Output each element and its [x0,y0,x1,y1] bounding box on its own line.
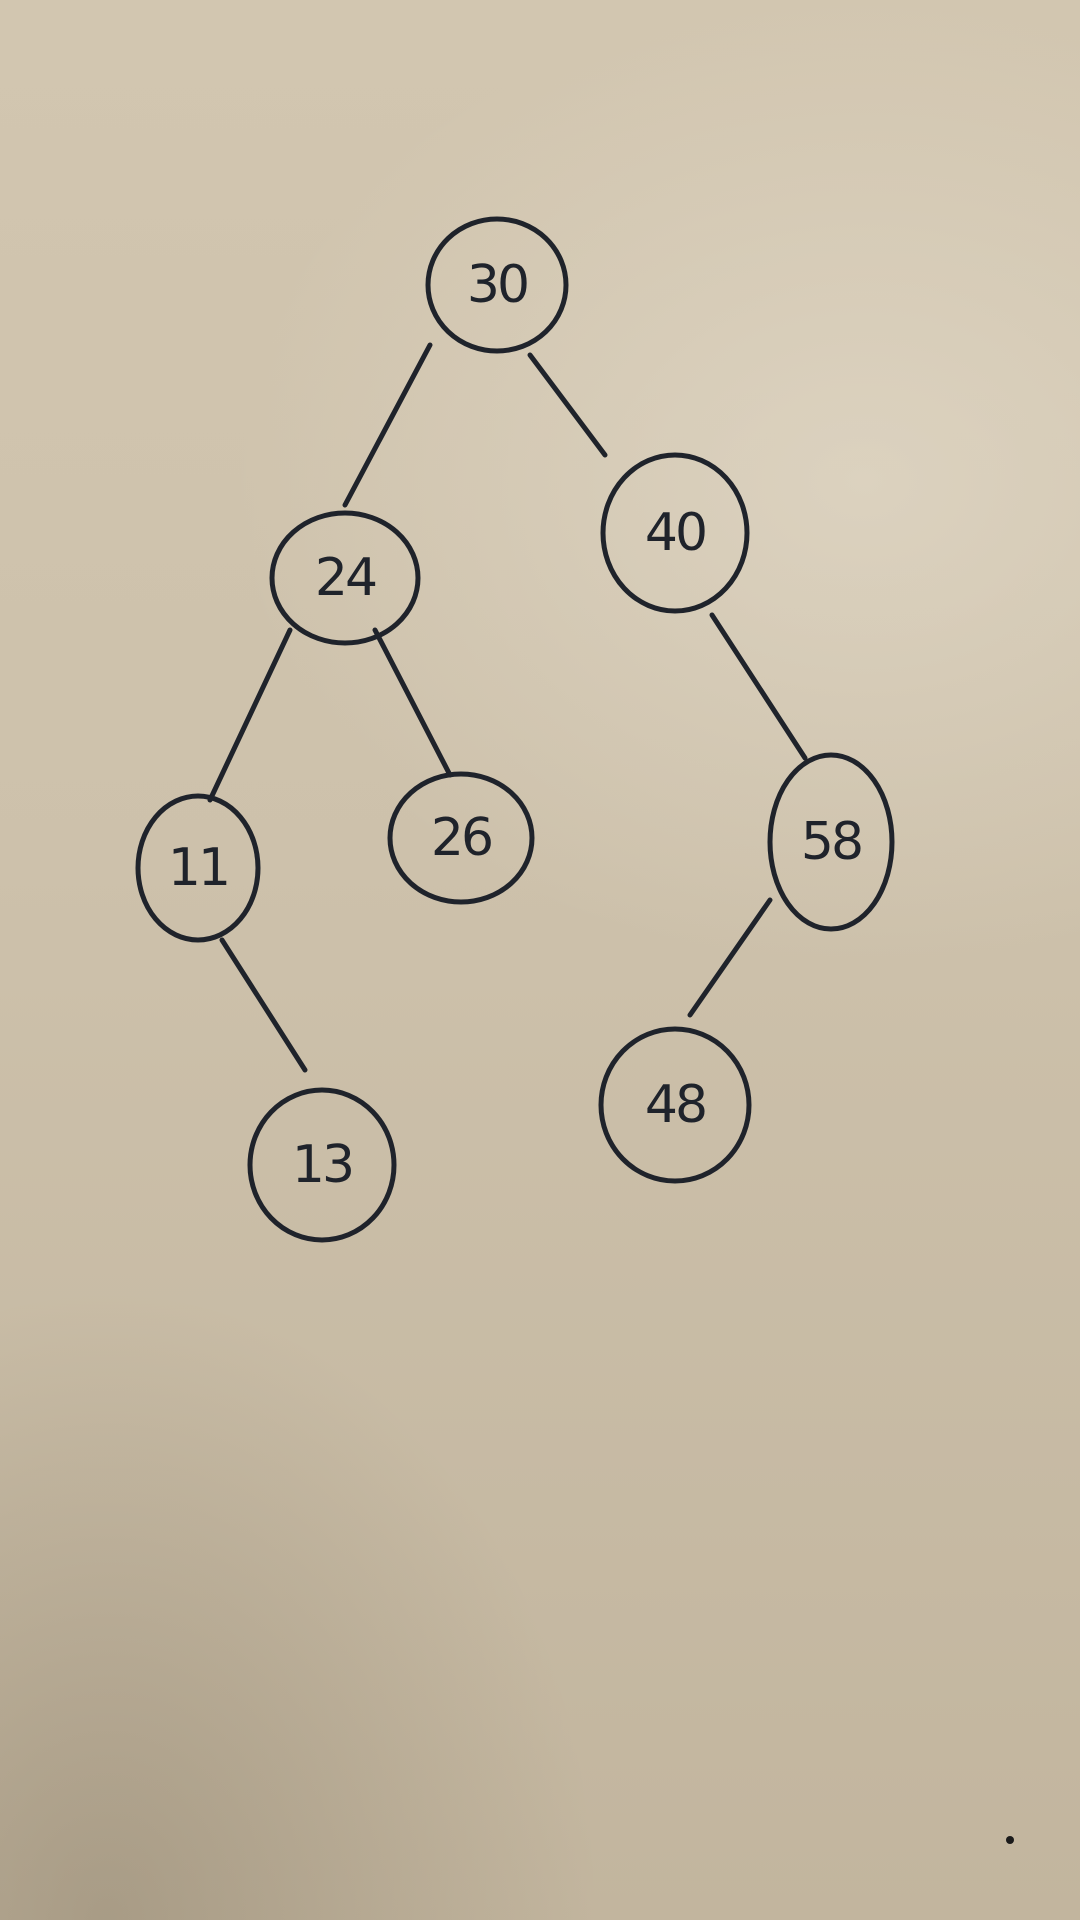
edge-30-24 [342,342,433,508]
tree-node-48: 48 [598,1026,752,1184]
paper-speck [1006,1836,1014,1844]
edge-11-13 [219,937,308,1073]
node-circle-58 [767,752,895,932]
tree-node-13: 13 [247,1087,397,1243]
tree-node-11: 11 [135,793,261,943]
node-label-48: 48 [645,1075,705,1135]
node-circle-11 [135,793,261,943]
tree-node-30: 30 [425,216,569,354]
edge-40-58 [709,612,808,761]
edge-24-26 [372,627,453,778]
node-label-58: 58 [801,812,861,872]
tree-node-24: 24 [269,510,421,646]
node-label-13: 13 [292,1135,352,1195]
node-label-11: 11 [168,838,228,898]
node-circle-30 [425,216,569,354]
edge-24-11 [207,627,293,803]
node-circle-40 [600,452,750,614]
node-circle-13 [247,1087,397,1243]
node-circle-48 [598,1026,752,1184]
node-circle-26 [387,771,535,905]
node-label-24: 24 [315,548,376,608]
node-circle-24 [269,510,421,646]
edge-30-40 [527,352,608,458]
tree-edges [207,342,808,1073]
tree-node-40: 40 [600,452,750,614]
node-label-40: 40 [645,503,705,563]
node-label-26: 26 [431,808,491,868]
tree-node-26: 26 [387,771,535,905]
tree-node-58: 58 [767,752,895,932]
node-label-30: 30 [467,255,527,315]
edge-58-48 [687,897,773,1018]
tree-nodes: 30 24 40 11 26 58 13 48 [135,216,895,1243]
